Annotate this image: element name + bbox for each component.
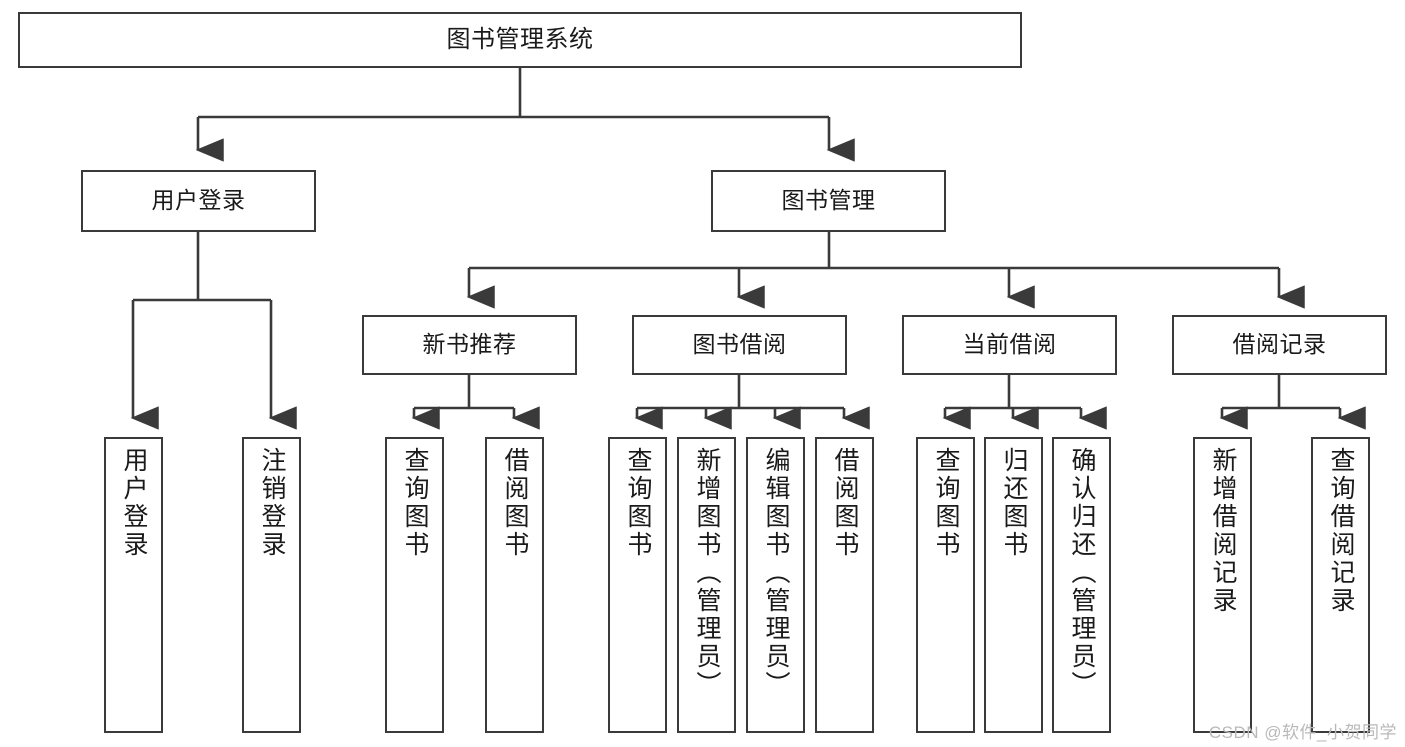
leaf-current-confirm-return[interactable]: 确认归还（管理员）	[1052, 437, 1111, 733]
node-label: 借阅图书	[501, 447, 529, 559]
leaf-current-return-book[interactable]: 归还图书	[984, 437, 1043, 733]
leaf-borrow-borrow-book[interactable]: 借阅图书	[815, 437, 874, 733]
node-label: 图书管理系统	[446, 25, 594, 53]
node-book-borrow[interactable]: 图书借阅	[632, 315, 847, 375]
node-user-login[interactable]: 用户登录	[81, 170, 316, 232]
node-label: 编辑图书（管理员）	[762, 447, 790, 699]
node-label: 新增图书（管理员）	[693, 447, 721, 699]
node-label: 查询借阅记录	[1327, 447, 1355, 615]
node-label: 借阅记录	[1232, 331, 1327, 358]
leaf-recommend-borrow-book[interactable]: 借阅图书	[485, 437, 544, 733]
leaf-current-query-book[interactable]: 查询图书	[916, 437, 975, 733]
node-label: 新增借阅记录	[1209, 447, 1237, 615]
node-label: 确认归还（管理员）	[1068, 447, 1096, 699]
node-borrow-record[interactable]: 借阅记录	[1172, 315, 1387, 375]
leaf-borrow-edit-book[interactable]: 编辑图书（管理员）	[746, 437, 805, 733]
node-label: 注销登录	[258, 447, 286, 559]
leaf-borrow-query-book[interactable]: 查询图书	[608, 437, 667, 733]
node-label: 图书借阅	[692, 331, 787, 358]
node-label: 查询图书	[932, 447, 960, 559]
leaf-recommend-query-book[interactable]: 查询图书	[385, 437, 444, 733]
node-label: 新书推荐	[422, 331, 517, 358]
node-label: 用户登录	[120, 447, 148, 559]
node-label: 图书管理	[781, 187, 876, 214]
node-current-borrow[interactable]: 当前借阅	[902, 315, 1117, 375]
node-root-system[interactable]: 图书管理系统	[18, 12, 1022, 68]
node-label: 用户登录	[151, 187, 246, 214]
node-book-management[interactable]: 图书管理	[711, 170, 946, 232]
node-label: 查询图书	[401, 447, 429, 559]
watermark: CSDN @软件_小贺同学	[1208, 723, 1397, 742]
node-label: 查询图书	[624, 447, 652, 559]
node-label: 当前借阅	[962, 331, 1057, 358]
node-new-book-recommend[interactable]: 新书推荐	[362, 315, 577, 375]
leaf-borrow-add-book[interactable]: 新增图书（管理员）	[677, 437, 736, 733]
node-label: 归还图书	[1000, 447, 1028, 559]
leaf-user-login[interactable]: 用户登录	[104, 437, 163, 733]
leaf-record-add-record[interactable]: 新增借阅记录	[1193, 437, 1252, 733]
leaf-logout-login[interactable]: 注销登录	[242, 437, 301, 733]
leaf-record-query-record[interactable]: 查询借阅记录	[1311, 437, 1370, 733]
node-label: 借阅图书	[831, 447, 859, 559]
